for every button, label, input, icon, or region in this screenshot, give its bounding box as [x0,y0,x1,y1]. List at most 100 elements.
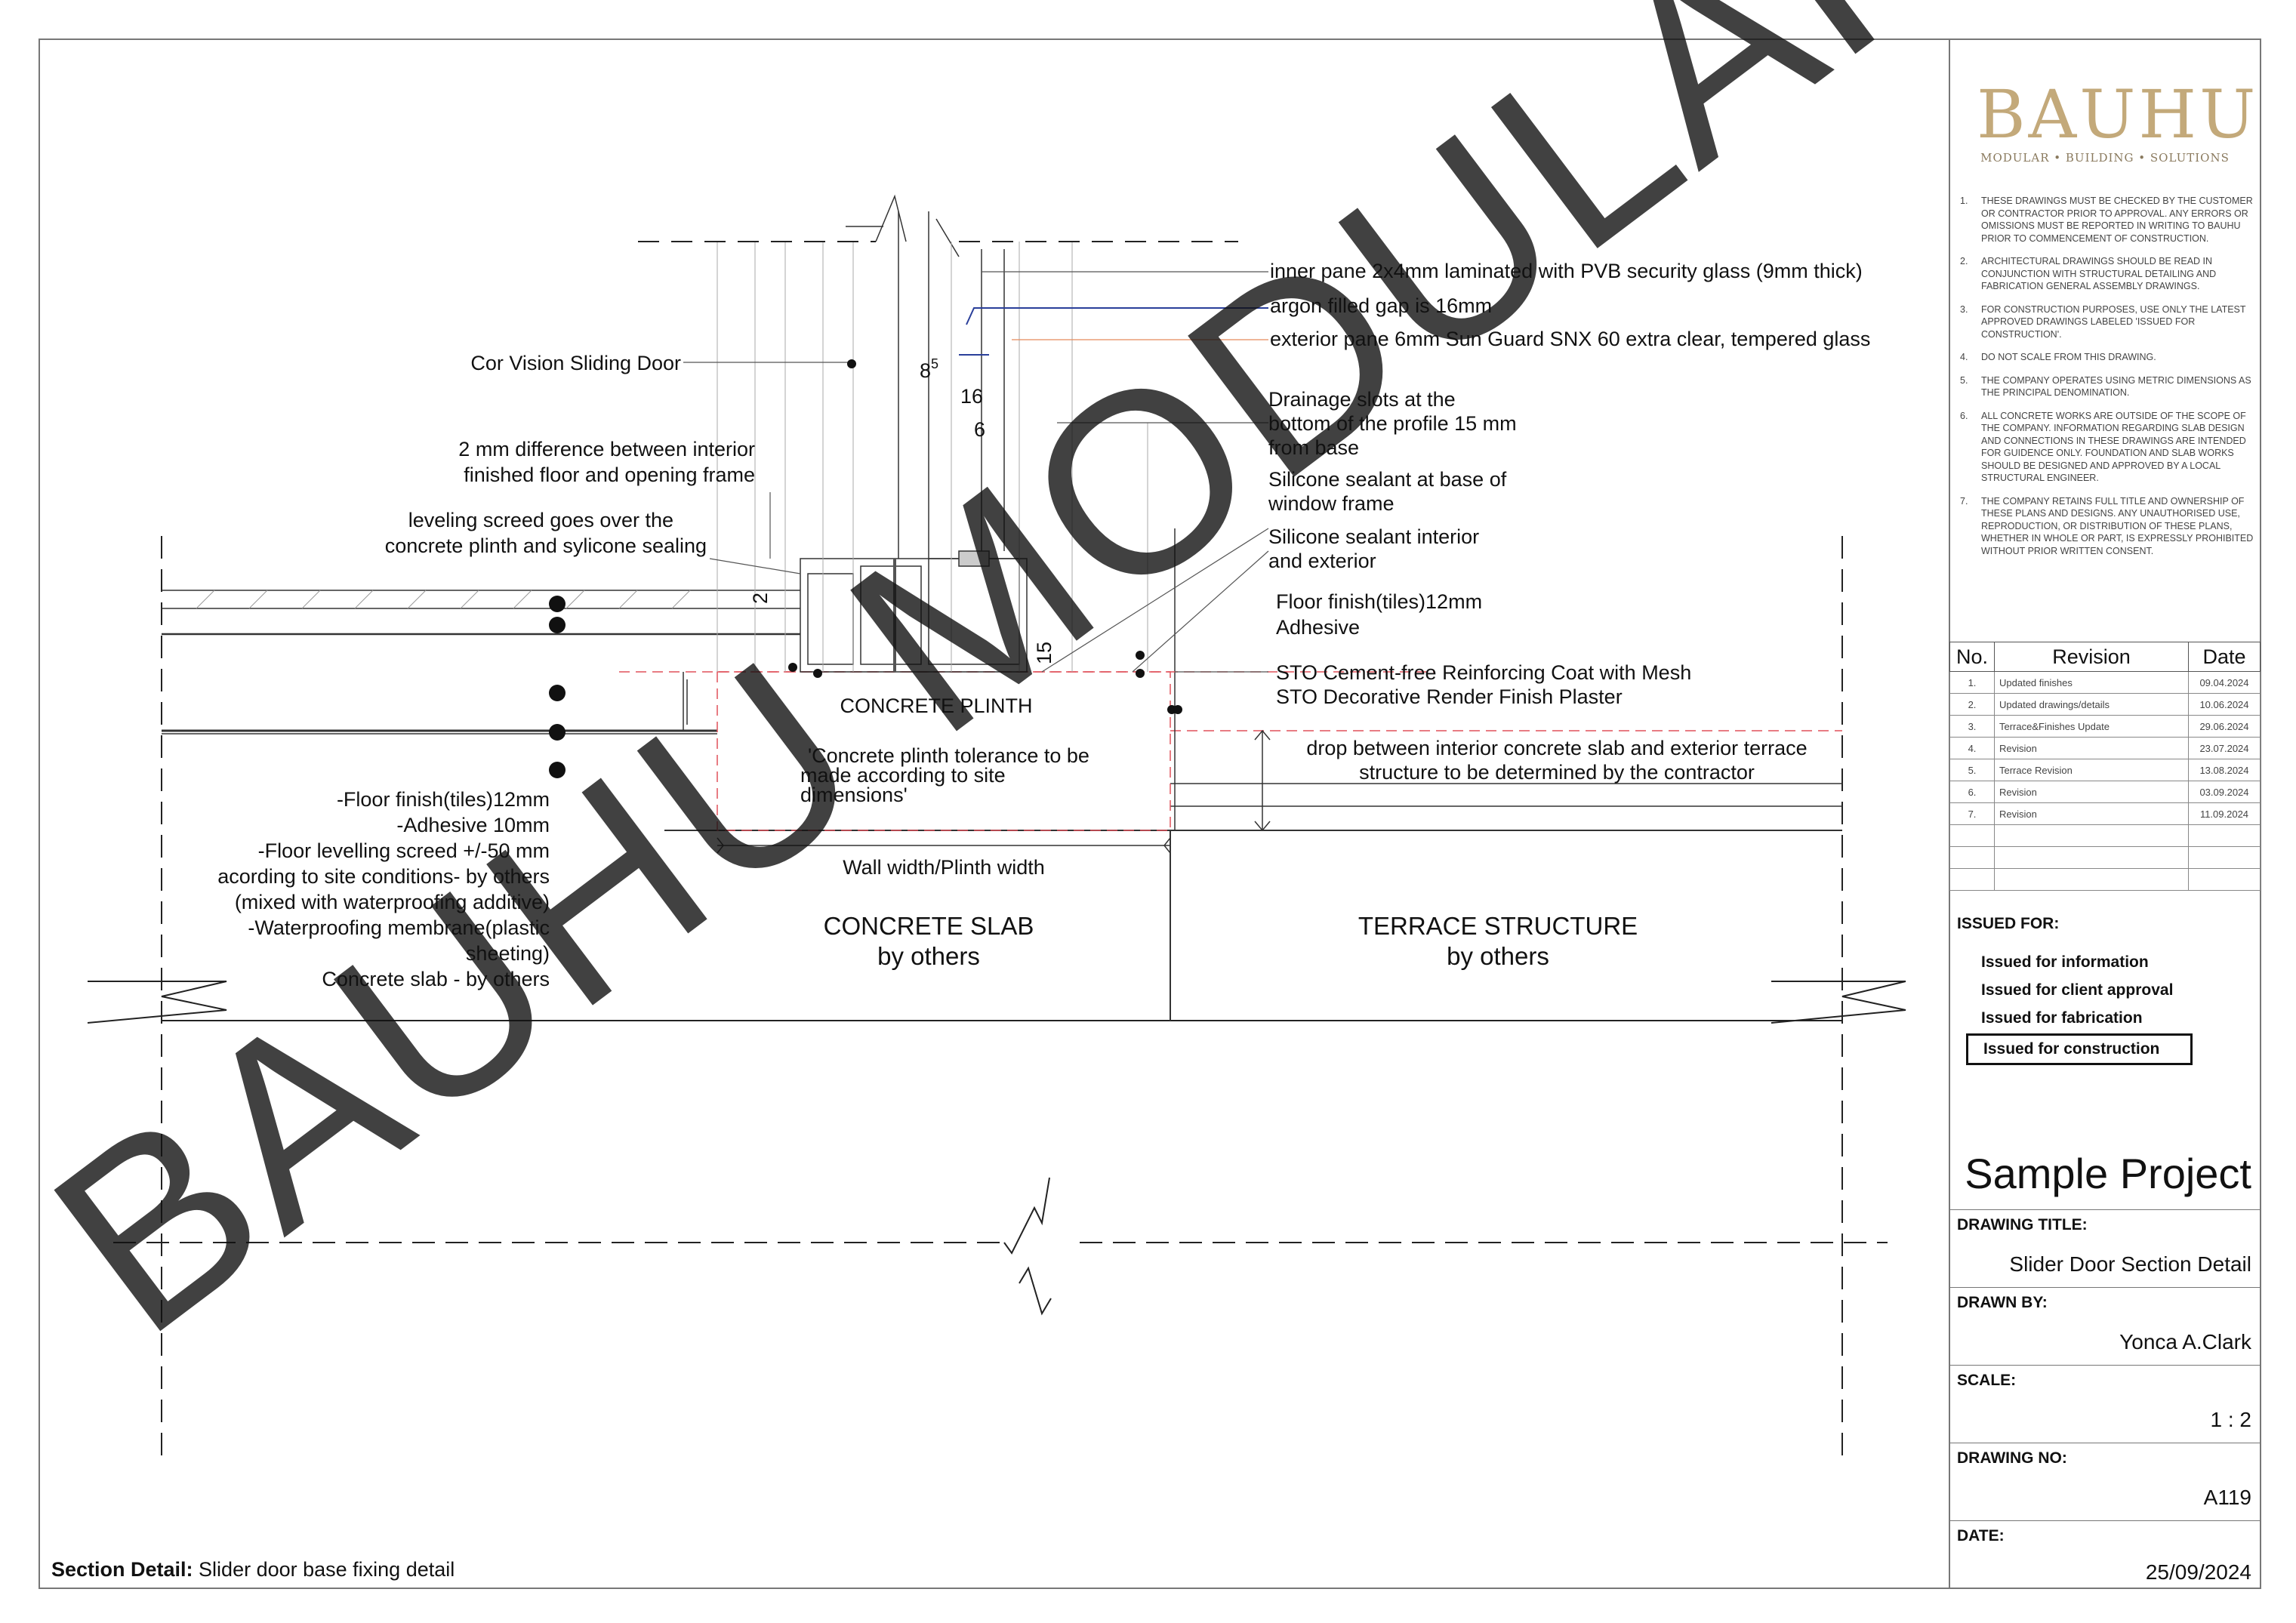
issued-for-fabrication: Issued for fabrication [1981,1009,2143,1027]
drawing-title-value: Slider Door Section Detail [2009,1252,2251,1276]
revision-date: 09.04.2024 [2188,671,2261,694]
revision-no [1949,868,1995,891]
layers-line-5: (mixed with waterproofing additive) [235,891,550,913]
issued-for-list: Issued for information Issued for client… [1966,948,2193,1065]
plinth-label: CONCRETE PLINTH [840,694,1032,717]
screed-line-1: leveling screed goes over the [408,509,673,531]
section-caption-prefix: Section Detail: [51,1558,193,1581]
revision-no: 4. [1949,737,1995,759]
layers-line-2: -Adhesive 10mm [396,814,550,836]
dim-15: 15 [1033,642,1056,664]
issued-for-client-approval: Issued for client approval [1981,981,2174,999]
rev-header-revision: Revision [1994,642,2189,672]
floor-finish-right-2: Adhesive [1276,616,1360,639]
revision-no [1949,824,1995,847]
sheet-border [39,38,2261,1589]
floor-finish-right-1: Floor finish(tiles)12mm [1276,590,1482,613]
title-block: BAUHU MODULAR • BUILDING • SOLUTIONS 1.T… [1949,39,2261,1588]
layers-line-7: sheeting) [466,942,550,965]
revision-desc: Revision [1994,781,2189,803]
dim-16: 16 [960,385,983,408]
drawing-no-value: A119 [2203,1486,2251,1509]
silicone-int-line-2: and exterior [1268,550,1376,572]
date-value: 25/09/2024 [2145,1560,2251,1584]
drawing-no-label: DRAWING NO: [1957,1449,2067,1467]
revision-date: 23.07.2024 [2188,737,2261,759]
argon-leader [966,307,1268,325]
revision-no [1949,846,1995,869]
revision-date: 03.09.2024 [2188,781,2261,803]
drop-line-1: drop between interior concrete slab and … [1306,737,1807,759]
revision-desc: Updated drawings/details [1994,693,2189,716]
rev-header-no: No. [1949,642,1995,672]
floor-layers [162,528,1842,1021]
sto-line-1: STO Cement-free Reinforcing Coat with Me… [1276,661,1691,684]
scale-label: SCALE: [1957,1372,2017,1389]
layers-line-8: Concrete slab - by others [322,968,550,990]
logo-wordmark: BAUHU [1977,75,2259,153]
revision-no: 1. [1949,671,1995,694]
revision-no: 3. [1949,715,1995,738]
dim-2: 2 [749,593,772,604]
terrace-label-1: TERRACE STRUCTURE [1358,912,1638,940]
silicone-base-line-2: window frame [1268,492,1395,515]
leader-lines [683,271,1269,673]
note-item: 5.THE COMPANY OPERATES USING METRIC DIME… [1960,374,2251,399]
drawn-by-field: DRAWN BY: Yonca A.Clark [1949,1287,2261,1365]
drawn-by-value: Yonca A.Clark [2119,1330,2251,1354]
dim-6: 6 [974,418,985,441]
revision-desc: Revision [1994,737,2189,759]
revision-no: 5. [1949,759,1995,781]
drawing-no-field: DRAWING NO: A119 [1949,1443,2261,1520]
plinth-tol-3: dimensions' [800,784,908,806]
company-logo: BAUHU MODULAR • BUILDING • SOLUTIONS [1977,75,2259,165]
note-item: 2.ARCHITECTURAL DRAWINGS SHOULD BE READ … [1960,256,2217,291]
screed-line-2: concrete plinth and sylicone sealing [385,534,707,557]
revision-date: 29.06.2024 [2188,715,2261,738]
watermark: BAUHU MODULAR [4,0,2023,1387]
scale-value: 1 : 2 [2210,1408,2251,1431]
diff-line-2: finished floor and opening frame [464,463,755,486]
revision-no: 2. [1949,693,1995,716]
revision-desc: Terrace&Finishes Update [1994,715,2189,738]
note-item: 1.THESE DRAWINGS MUST BE CHECKED BY THE … [1960,196,2253,244]
revision-desc: Terrace Revision [1994,759,2189,781]
plinth-tol-1: 'Concrete plinth tolerance to be [808,744,1089,767]
layers-line-6: -Waterproofing membrane(plastic [248,916,550,939]
date-label: DATE: [1957,1527,2005,1544]
layers-line-3: -Floor levelling screed +/-50 mm [258,839,550,862]
issued-for-heading: ISSUED FOR: [1957,915,2060,932]
silicone-base-line-1: Silicone sealant at base of [1268,468,1507,491]
layers-line-4: acording to site conditions- by others [217,865,550,888]
cor-vision-label: Cor Vision Sliding Door [470,352,681,374]
argon-label: argon filled gap is 16mm [1270,294,1492,317]
revision-date [2188,846,2261,869]
annotations: inner pane 2x4mm laminated with PVB secu… [217,260,1870,990]
door-frame-profile [800,194,1028,673]
tile-hatching [196,590,691,609]
layers-line-1: -Floor finish(tiles)12mm [337,788,550,811]
revision-date [2188,868,2261,891]
drawing-title-field: DRAWING TITLE: Slider Door Section Detai… [1949,1209,2261,1287]
revision-desc: Updated finishes [1994,671,2189,694]
revision-date [2188,824,2261,847]
door-guide-lines [717,242,1148,672]
wall-width-label: Wall width/Plinth width [843,856,1045,879]
drawing-title-label: DRAWING TITLE: [1957,1216,2088,1233]
section-caption: Section Detail: Slider door base fixing … [51,1558,455,1581]
scale-field: SCALE: 1 : 2 [1949,1365,2261,1443]
revision-date: 13.08.2024 [2188,759,2261,781]
note-item: 4.DO NOT SCALE FROM THIS DRAWING. [1960,352,2156,362]
terrace-label-2: by others [1447,942,1549,970]
slab-break-lines [87,536,1906,1464]
revision-row [1949,868,2261,891]
issued-for-construction: Issued for construction [1966,1033,2193,1065]
section-caption-text: Slider door base fixing detail [193,1558,455,1581]
slab-label-2: by others [877,942,980,970]
